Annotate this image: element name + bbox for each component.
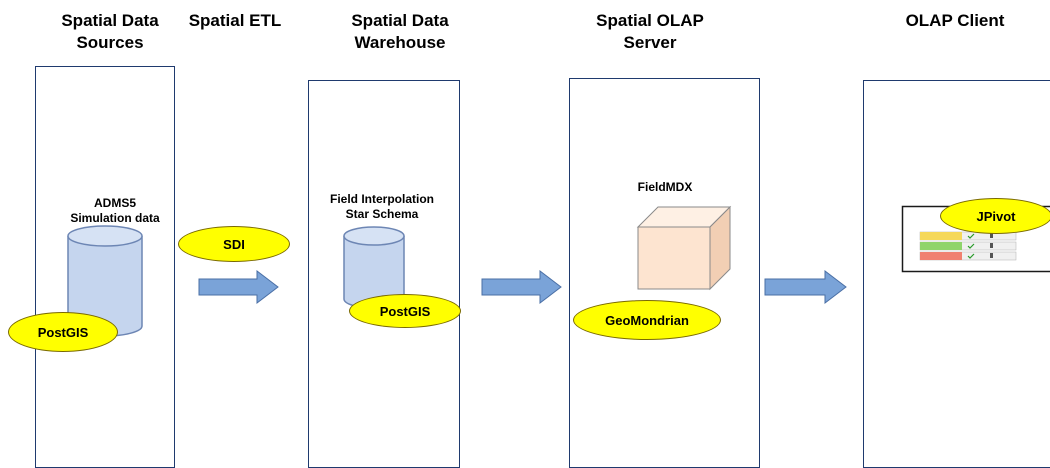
heading-spatial-etl: Spatial ETL bbox=[170, 10, 300, 32]
server-label-text: FieldMDX bbox=[638, 180, 693, 194]
etl-sdi-label: SDI bbox=[223, 237, 245, 252]
server-label: FieldMDX bbox=[620, 180, 710, 195]
heading-olap-client: OLAP Client bbox=[880, 10, 1030, 32]
heading-server-line1: Spatial OLAP bbox=[575, 10, 725, 32]
heading-sources-line2: Sources bbox=[30, 32, 190, 54]
warehouse-label: Field Interpolation Star Schema bbox=[312, 192, 452, 222]
heading-client-line1: OLAP Client bbox=[880, 10, 1030, 32]
panel-olap-client bbox=[863, 80, 1050, 468]
warehouse-label-line2: Star Schema bbox=[312, 207, 452, 222]
heading-warehouse-line1: Spatial Data bbox=[320, 10, 480, 32]
olap-cube-icon bbox=[636, 205, 732, 291]
client-jpivot-badge: JPivot bbox=[940, 198, 1050, 234]
heading-etl-line1: Spatial ETL bbox=[170, 10, 300, 32]
sources-postgis-badge: PostGIS bbox=[8, 312, 118, 352]
warehouse-postgis-badge: PostGIS bbox=[349, 294, 461, 328]
arrow-warehouse-to-server bbox=[482, 270, 562, 304]
server-geomondrian-label: GeoMondrian bbox=[605, 313, 689, 328]
heading-spatial-olap-server: Spatial OLAP Server bbox=[575, 10, 725, 54]
heading-spatial-data-warehouse: Spatial Data Warehouse bbox=[320, 10, 480, 54]
etl-sdi-badge: SDI bbox=[178, 226, 290, 262]
warehouse-postgis-label: PostGIS bbox=[380, 304, 431, 319]
sources-label-line1: ADMS5 bbox=[55, 196, 175, 211]
heading-spatial-data-sources: Spatial Data Sources bbox=[30, 10, 190, 54]
server-geomondrian-badge: GeoMondrian bbox=[573, 300, 721, 340]
arrow-server-to-client bbox=[765, 270, 847, 304]
arrow-sources-to-warehouse bbox=[199, 270, 279, 304]
client-jpivot-label: JPivot bbox=[976, 209, 1015, 224]
heading-server-line2: Server bbox=[575, 32, 725, 54]
heading-sources-line1: Spatial Data bbox=[30, 10, 190, 32]
sources-postgis-label: PostGIS bbox=[38, 325, 89, 340]
sources-label-line2: Simulation data bbox=[55, 211, 175, 226]
warehouse-label-line1: Field Interpolation bbox=[312, 192, 452, 207]
sources-label: ADMS5 Simulation data bbox=[55, 196, 175, 226]
heading-warehouse-line2: Warehouse bbox=[320, 32, 480, 54]
